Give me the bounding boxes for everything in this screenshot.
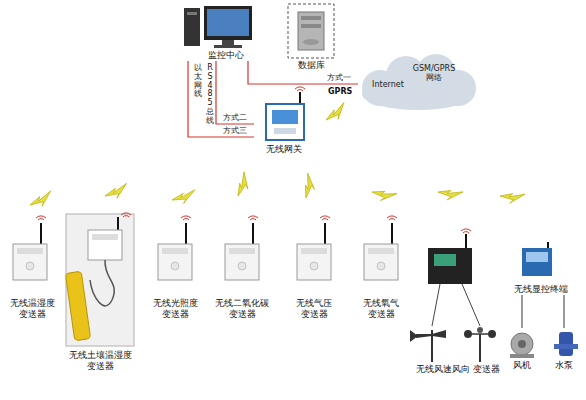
picture-space <box>502 328 542 360</box>
picture-space <box>2 222 62 298</box>
node-label: 无线显控终端 <box>506 284 576 295</box>
node-label: 无线土壤温湿度 变送器 <box>58 350 142 372</box>
gateway-device <box>266 87 305 140</box>
sensor-box: 无线气压 变送器 <box>282 222 346 320</box>
fan-device: 风机 <box>502 328 542 371</box>
wireless-bolts <box>28 103 525 210</box>
node-label: 监控中心 <box>178 50 274 61</box>
picture-space <box>506 240 576 284</box>
sensor-box: 无线氧气 变送器 <box>350 222 412 320</box>
edge-label: 方式二 <box>222 113 248 123</box>
node-label: 无线气压 变送器 <box>282 298 346 320</box>
node-label: 无线风速风向 变送器 <box>410 364 506 375</box>
node-label: 无线网关 <box>254 144 314 155</box>
cable-label: RS485总线 <box>206 64 214 126</box>
link-label: GPRS <box>328 87 352 97</box>
wire-line <box>216 61 254 124</box>
wire-line <box>248 61 358 84</box>
picture-space <box>282 2 340 60</box>
database-box: 数据库 <box>282 2 340 71</box>
wire-line <box>188 61 254 137</box>
soil-sensor-icon <box>65 213 134 346</box>
node-label: 无线氧气 变送器 <box>350 298 412 320</box>
sensor-box: 无线光照度 变送器 <box>143 222 207 320</box>
sensor-box: 无线温湿度 变送器 <box>2 222 62 320</box>
node-label: 无线光照度 变送器 <box>143 298 207 320</box>
sensor-icon <box>225 216 259 280</box>
wire-line <box>521 295 522 328</box>
edge-label: 方式一 <box>326 73 352 83</box>
pump-device: 水泵 <box>544 328 584 371</box>
terminal-device <box>522 242 552 276</box>
network-cloud: InternetGSM/GPRS 网络 <box>358 50 480 112</box>
sensor-icon <box>13 216 47 280</box>
cable-label: 以太网线 <box>194 64 202 99</box>
pump-icon <box>554 332 578 356</box>
computer-icon <box>184 6 252 48</box>
node-label: 无线二氧化碳 变送器 <box>208 298 276 320</box>
wind-sensor-icon <box>410 229 496 362</box>
picture-space <box>178 2 274 50</box>
cloud-text: GSM/GPRS 网络 <box>406 64 462 82</box>
picture-space <box>143 222 207 298</box>
display-terminal: 无线显控终端 <box>506 240 576 295</box>
sensor-box: 无线二氧化碳 变送器 <box>208 222 276 320</box>
wireless-gateway: 无线网关 <box>254 90 314 155</box>
picture-space <box>208 222 276 298</box>
picture-space <box>254 90 314 144</box>
sensor-icon <box>158 216 192 280</box>
picture-space <box>544 328 584 360</box>
wire-line <box>563 295 564 328</box>
fan-icon <box>510 333 534 358</box>
cloud-text: Internet <box>368 80 408 89</box>
picture-space <box>58 212 142 350</box>
monitor-center: 监控中心 <box>178 2 274 61</box>
node-label: 无线温湿度 变送器 <box>2 298 62 320</box>
sensor-icon <box>364 216 398 280</box>
node-label: 水泵 <box>544 360 584 371</box>
sensor-box: 无线土壤温湿度 变送器 <box>58 212 142 372</box>
sensor-icon <box>297 216 331 280</box>
sensor-box: 无线风速风向 变送器 <box>410 228 506 375</box>
node-label: 风机 <box>502 360 542 371</box>
picture-space <box>282 222 346 298</box>
node-label: 数据库 <box>282 60 340 71</box>
edge-label: 方式三 <box>222 126 248 136</box>
database-icon <box>288 4 334 58</box>
picture-space <box>350 222 412 298</box>
picture-space <box>410 228 506 364</box>
